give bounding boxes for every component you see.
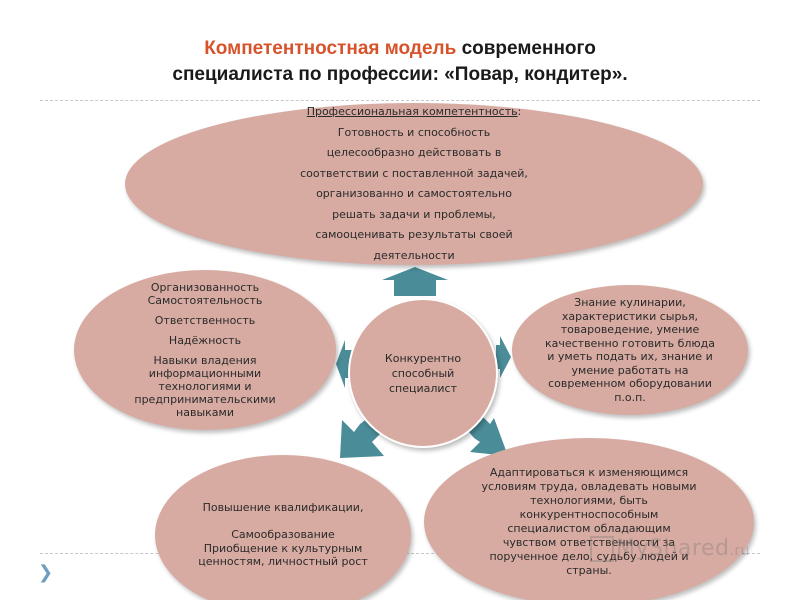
top-line: организованно и самостоятельно [316,187,512,200]
center-label: Конкурентно способный специалист [384,351,462,395]
adaptability-ellipse: Адаптироваться к изменяющимся условиям т… [424,438,754,600]
self-development-text: Повышение квалификации, Самообразование … [183,501,383,569]
quality-item: Самостоятельность [147,294,263,307]
culinary-knowledge-ellipse: Знание кулинарии, характеристики сырья, … [512,285,748,415]
professional-competence-ellipse: Профессиональная компетентность: Готовно… [125,103,703,265]
chevron-right-icon: ❯ [38,562,54,583]
self-development-line: Приобщение к культурным ценностям, лично… [198,541,368,569]
self-development-line: Повышение квалификации, [202,501,364,515]
title-line2: специалиста по профессии: «Повар, кондит… [172,64,628,85]
adaptability-text: Адаптироваться к изменяющимся условиям т… [481,466,697,577]
slide-title: Компетентностная модель современного спе… [0,36,800,88]
culinary-knowledge-text: Знание кулинарии, характеристики сырья, … [544,296,716,404]
quality-item: Навыки владения информационными технолог… [134,354,276,419]
top-line: целесообразно действовать в [326,146,502,159]
top-line: соответствии с поставленной задачей, [300,166,528,180]
watermark-ext: .ru [729,543,751,559]
top-line: деятельности [373,248,455,262]
personal-qualities-text: Организованность Самостоятельность Ответ… [125,281,285,419]
self-development-ellipse: Повышение квалификации, Самообразование … [155,455,411,600]
watermark: MyShared.ru [616,536,750,561]
top-line: Готовность и способность [337,125,491,139]
competitive-specialist-center: Конкурентно способный специалист [348,298,498,448]
arrow-up-icon [382,267,448,296]
personal-qualities-ellipse: Организованность Самостоятельность Ответ… [74,270,336,430]
arrow-right-icon [496,336,511,378]
quality-item: Надёжность [168,334,242,347]
self-development-line: Самообразование [231,528,335,542]
title-accent: Компетентностная модель [204,38,457,59]
title-rest: современного [456,38,596,59]
quality-item: Ответственность [154,314,256,327]
professional-competence-heading: Профессиональная компетентность [306,105,518,118]
heading-suffix: : [517,105,522,118]
top-line: решать задачи и проблемы, [332,207,496,221]
top-line: самооценивать результаты своей [315,228,513,241]
top-divider [40,100,760,101]
professional-competence-text: Профессиональная компетентность: Готовно… [204,102,624,266]
watermark-text: MyShared [616,536,730,561]
watermark-logo-icon [590,536,614,562]
quality-item: Организованность [150,281,260,294]
